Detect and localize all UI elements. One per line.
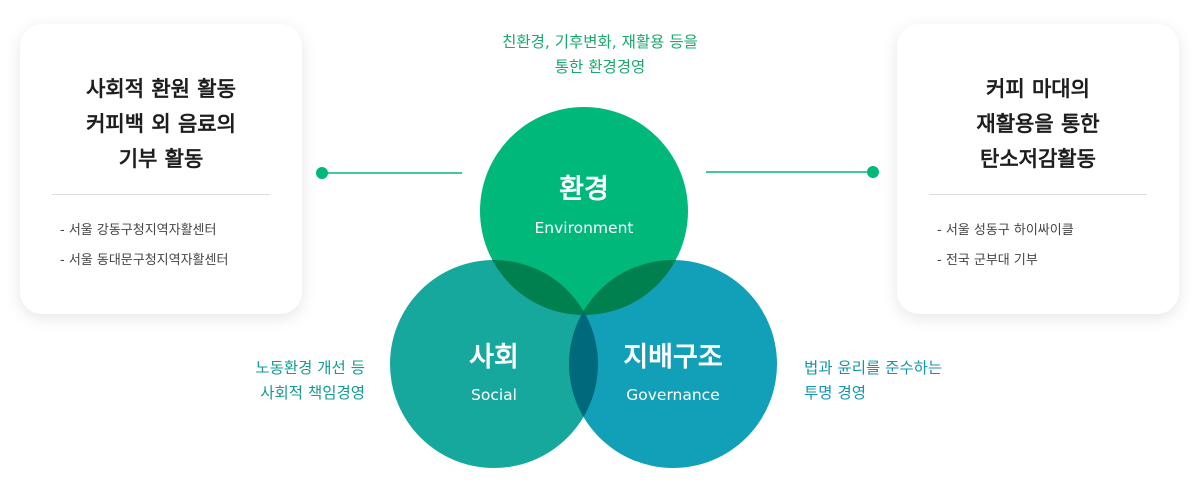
governance-caption-line: 법과 윤리를 준수하는 — [804, 359, 943, 377]
left-card-title-line: 커피백 외 음료의 — [86, 112, 236, 136]
social-caption-line: 노동환경 개선 등 — [255, 359, 365, 377]
list-item: - 전국 군부대 기부 — [937, 253, 1038, 268]
list-item: - 서울 동대문구청지역자활센터 — [60, 253, 229, 268]
right-connector-dot — [867, 166, 879, 178]
environment-caption-line: 친환경, 기후변화, 재활용 등을 — [502, 33, 698, 51]
environment-circle — [480, 107, 688, 315]
governance-circle — [569, 260, 777, 468]
environment-label-en: Environment — [535, 219, 634, 237]
social-circle — [390, 260, 598, 468]
social-label: 사회 — [469, 342, 519, 373]
left-connector-dot — [316, 167, 328, 179]
left-card-list: - 서울 강동구청지역자활센터 - 서울 동대문구청지역자활센터 — [60, 216, 228, 276]
right-card-title-line: 재활용을 통한 — [976, 112, 1100, 136]
left-card-title-line: 기부 활동 — [118, 147, 204, 171]
environment-label: 환경 — [559, 174, 609, 205]
list-item: - 서울 성동구 하이싸이클 — [937, 223, 1074, 238]
right-card-title-line: 탄소저감활동 — [980, 147, 1096, 171]
right-card-title-line: 커피 마대의 — [986, 77, 1090, 101]
left-card: 사회적 환원 활동 커피백 외 음료의 기부 활동 - 서울 강동구청지역자활센… — [20, 24, 302, 314]
left-card-divider — [52, 194, 270, 195]
left-card-title-line: 사회적 환원 활동 — [86, 77, 236, 101]
right-card-title: 커피 마대의 재활용을 통한 탄소저감활동 — [897, 72, 1179, 177]
list-item: - 서울 강동구청지역자활센터 — [60, 223, 217, 238]
right-card: 커피 마대의 재활용을 통한 탄소저감활동 - 서울 성동구 하이싸이클 - 전… — [897, 24, 1179, 314]
right-card-divider — [929, 194, 1147, 195]
left-card-title: 사회적 환원 활동 커피백 외 음료의 기부 활동 — [20, 72, 302, 177]
right-card-list: - 서울 성동구 하이싸이클 - 전국 군부대 기부 — [937, 216, 1074, 276]
social-label-en: Social — [471, 386, 517, 404]
governance-caption: 법과 윤리를 준수하는 투명 경영 — [804, 356, 942, 406]
governance-label-en: Governance — [626, 386, 720, 404]
social-caption-line: 사회적 책임경영 — [260, 384, 365, 402]
environment-caption-line: 통한 환경경영 — [554, 58, 646, 76]
governance-label: 지배구조 — [623, 342, 722, 373]
environment-caption: 친환경, 기후변화, 재활용 등을 통한 환경경영 — [400, 30, 800, 80]
social-caption: 노동환경 개선 등 사회적 책임경영 — [165, 356, 365, 406]
governance-caption-line: 투명 경영 — [804, 384, 866, 402]
